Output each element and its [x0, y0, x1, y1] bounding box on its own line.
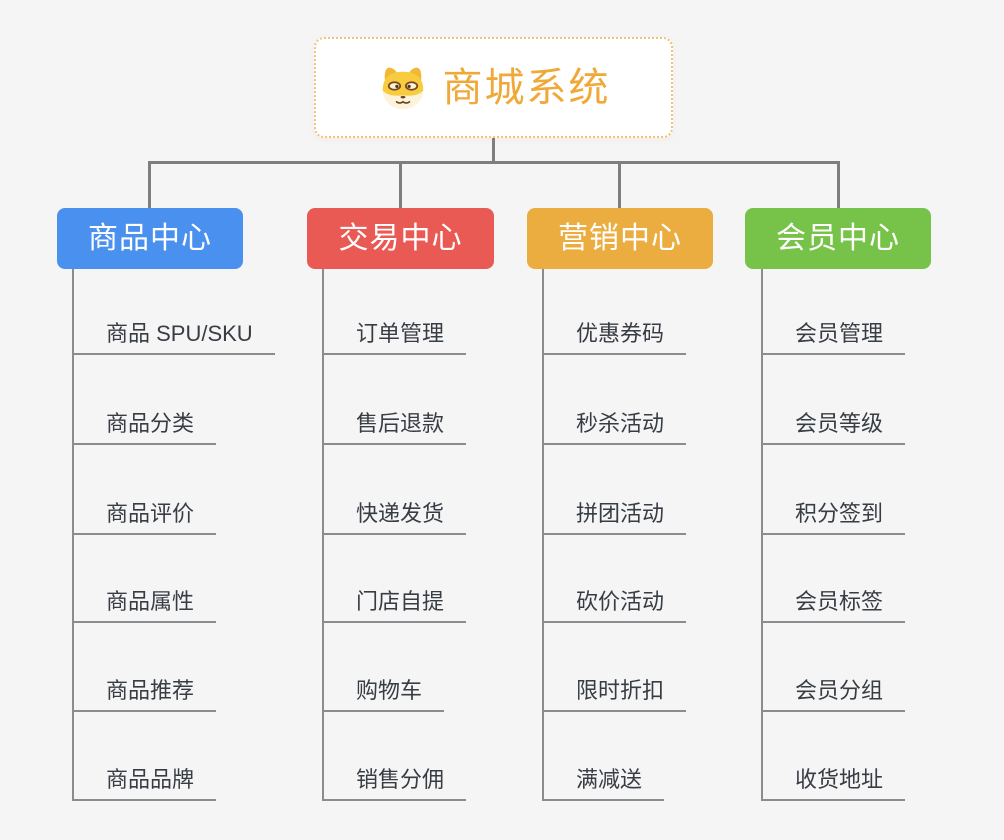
mindmap-item[interactable]: 商品品牌 [72, 766, 217, 801]
root-title: 商城系统 [442, 65, 611, 110]
mindmap-item[interactable]: 门店自提 [322, 588, 467, 623]
mindmap-item[interactable]: 商品评价 [72, 500, 217, 535]
mindmap-item[interactable]: 积分签到 [761, 500, 906, 535]
branch-spine [72, 269, 74, 801]
mindmap-item[interactable]: 购物车 [322, 677, 445, 712]
branch-header-product-center[interactable]: 商品中心 [57, 208, 243, 269]
mindmap-item[interactable]: 会员分组 [761, 677, 906, 712]
mindmap-item[interactable]: 会员标签 [761, 588, 906, 623]
connector-bus [148, 161, 840, 164]
mindmap-item[interactable]: 商品 SPU/SKU [72, 320, 275, 355]
mindmap-item[interactable]: 限时折扣 [542, 677, 687, 712]
mindmap-item[interactable]: 会员管理 [761, 320, 906, 355]
mindmap-item[interactable]: 商品属性 [72, 588, 217, 623]
mindmap-item[interactable]: 商品推荐 [72, 677, 217, 712]
connector-stem [492, 138, 495, 162]
connector-drop [399, 161, 402, 208]
mindmap-item[interactable]: 拼团活动 [542, 500, 687, 535]
mindmap-item[interactable]: 砍价活动 [542, 588, 687, 623]
mindmap-item[interactable]: 售后退款 [322, 410, 467, 445]
branch-header-marketing-center[interactable]: 营销中心 [527, 208, 713, 269]
connector-drop [148, 161, 151, 208]
mindmap-item[interactable]: 满减送 [542, 766, 665, 801]
root-node[interactable]: 商城系统 [314, 37, 673, 138]
mindmap-item[interactable]: 快递发货 [322, 500, 467, 535]
mindmap-item[interactable]: 收货地址 [761, 766, 906, 801]
branch-header-member-center[interactable]: 会员中心 [745, 208, 931, 269]
mindmap-item[interactable]: 会员等级 [761, 410, 906, 445]
branch-spine [761, 269, 763, 801]
mindmap-item[interactable]: 销售分佣 [322, 766, 467, 801]
mindmap-item[interactable]: 订单管理 [322, 320, 467, 355]
branch-spine [542, 269, 544, 801]
branch-header-trade-center[interactable]: 交易中心 [307, 208, 494, 269]
mindmap-item[interactable]: 优惠券码 [542, 320, 687, 355]
connector-drop [837, 161, 840, 208]
connector-drop [618, 161, 621, 208]
mindmap-item[interactable]: 秒杀活动 [542, 410, 687, 445]
dog-icon [377, 64, 429, 112]
mindmap-item[interactable]: 商品分类 [72, 410, 217, 445]
branch-spine [322, 269, 324, 801]
